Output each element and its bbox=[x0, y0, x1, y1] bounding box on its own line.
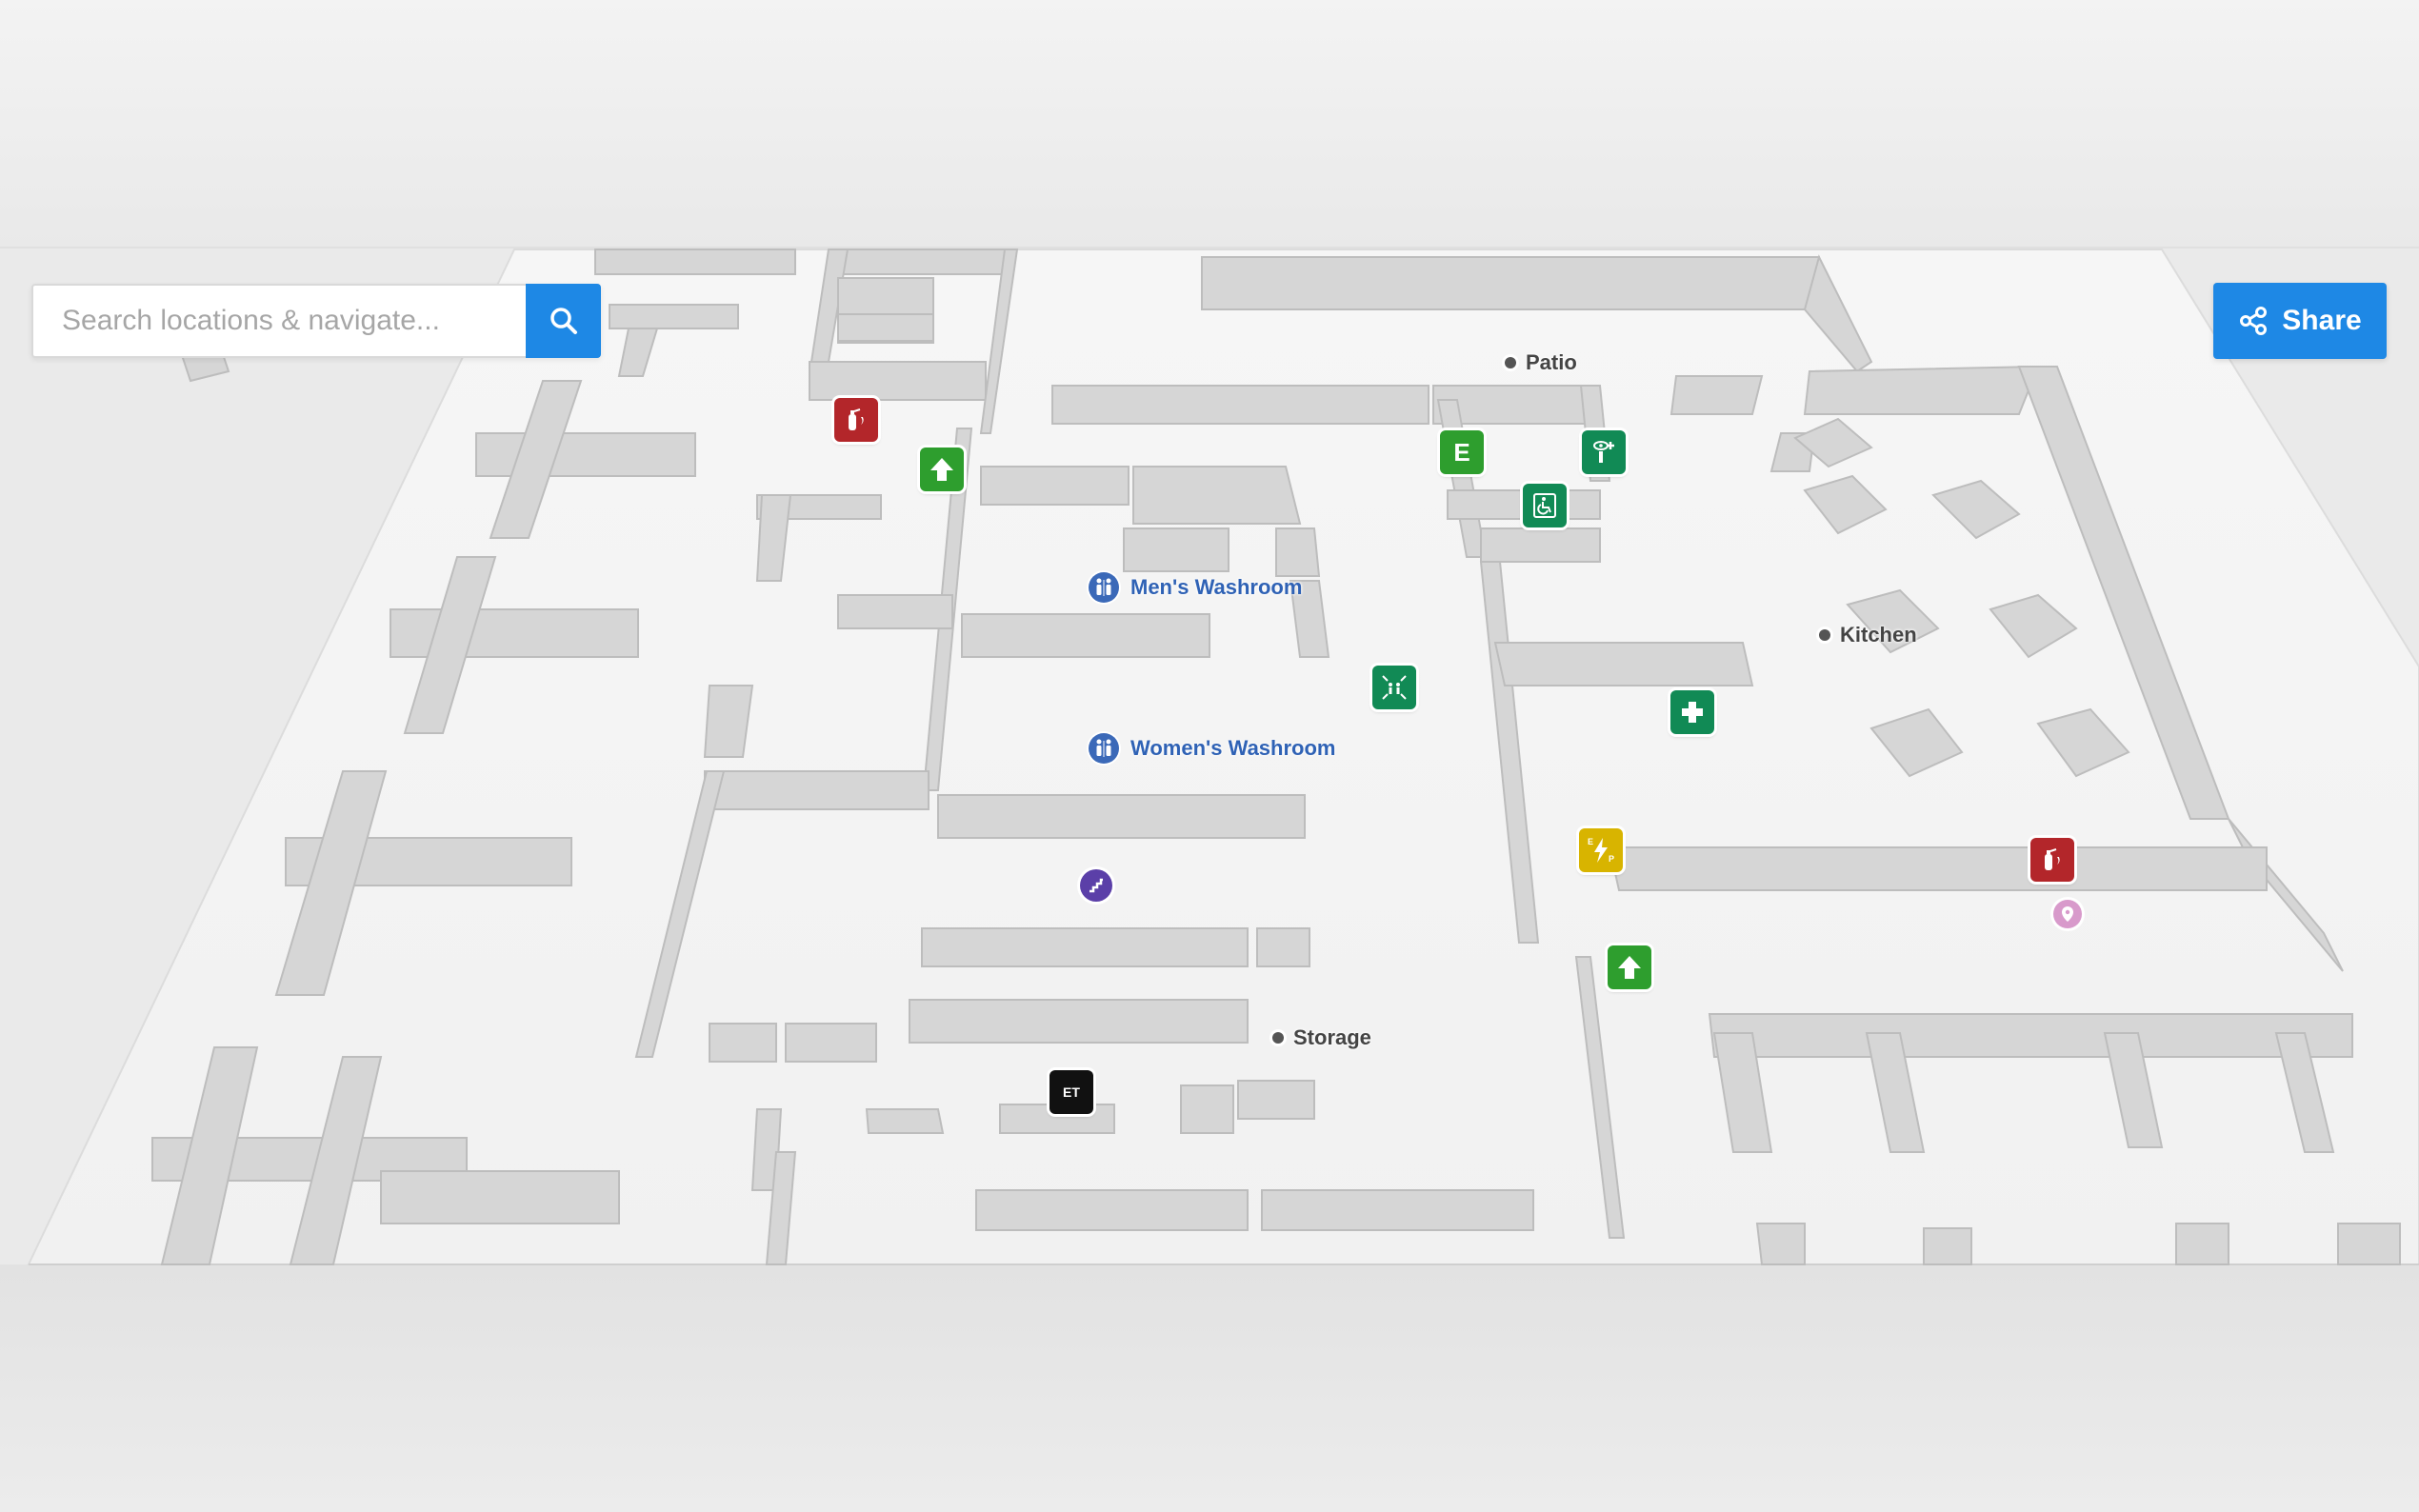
elevator-marker[interactable]: E bbox=[1440, 430, 1484, 474]
svg-text:P: P bbox=[1609, 854, 1614, 864]
location-mens-washroom[interactable]: Men's Washroom bbox=[1089, 572, 1302, 603]
search-icon bbox=[550, 308, 577, 334]
location-dot-icon bbox=[1819, 629, 1830, 641]
exit-arrow-marker[interactable] bbox=[920, 448, 964, 491]
storage-label: Storage bbox=[1293, 1025, 1371, 1049]
location-dot-icon bbox=[1272, 1032, 1284, 1044]
assembly-point-icon bbox=[1382, 675, 1407, 700]
electrical-panel-marker[interactable]: E P bbox=[1579, 828, 1623, 872]
search-button[interactable] bbox=[526, 284, 601, 358]
accessible-elevator-marker[interactable] bbox=[1523, 484, 1567, 527]
eyewash-station-icon bbox=[1593, 441, 1614, 463]
share-button[interactable]: Share bbox=[2213, 283, 2387, 359]
search-bar bbox=[31, 284, 601, 358]
stairs-marker[interactable] bbox=[1080, 869, 1112, 902]
elevator-icon: E bbox=[1453, 437, 1470, 467]
mens-washroom-label: Men's Washroom bbox=[1130, 575, 1303, 599]
svg-text:E: E bbox=[1588, 837, 1593, 846]
eyewash-station-marker[interactable] bbox=[1582, 430, 1626, 474]
location-storage[interactable]: Storage bbox=[1272, 1025, 1371, 1050]
exit-arrow-marker[interactable] bbox=[1608, 945, 1651, 989]
first-aid-icon bbox=[1682, 702, 1703, 723]
washroom-icon bbox=[1089, 733, 1119, 764]
top-backdrop bbox=[0, 0, 2419, 248]
et-marker[interactable]: ET bbox=[1050, 1070, 1093, 1114]
fire-extinguisher-icon bbox=[2045, 848, 2062, 870]
accessible-icon bbox=[1533, 493, 1556, 518]
assembly-point-marker[interactable] bbox=[1372, 666, 1416, 709]
first-aid-marker[interactable] bbox=[1670, 690, 1714, 734]
electrical-panel-icon: E P bbox=[1588, 837, 1614, 864]
location-pin-marker[interactable] bbox=[2053, 900, 2082, 928]
bottom-backdrop bbox=[0, 1264, 2419, 1512]
share-icon bbox=[2240, 307, 2268, 335]
exit-arrow-icon bbox=[930, 458, 953, 481]
womens-washroom-label: Women's Washroom bbox=[1130, 736, 1336, 760]
kitchen-label: Kitchen bbox=[1840, 623, 1917, 647]
location-womens-washroom[interactable]: Women's Washroom bbox=[1089, 733, 1335, 764]
location-dot-icon bbox=[1505, 357, 1516, 368]
patio-label: Patio bbox=[1526, 350, 1577, 374]
search-input[interactable] bbox=[33, 286, 526, 356]
fire-extinguisher-icon bbox=[849, 408, 866, 430]
location-pin-icon bbox=[2062, 906, 2073, 922]
washroom-icon bbox=[1089, 572, 1119, 603]
fire-extinguisher-marker[interactable] bbox=[834, 398, 878, 442]
exit-arrow-icon bbox=[1618, 956, 1641, 979]
location-kitchen[interactable]: Kitchen bbox=[1819, 623, 1917, 647]
et-label: ET bbox=[1063, 1084, 1080, 1100]
walls bbox=[151, 249, 2401, 1265]
share-label: Share bbox=[2282, 305, 2362, 336]
location-patio[interactable]: Patio bbox=[1505, 350, 1577, 375]
fire-extinguisher-marker[interactable] bbox=[2030, 838, 2074, 882]
stairs-icon bbox=[1090, 878, 1103, 893]
